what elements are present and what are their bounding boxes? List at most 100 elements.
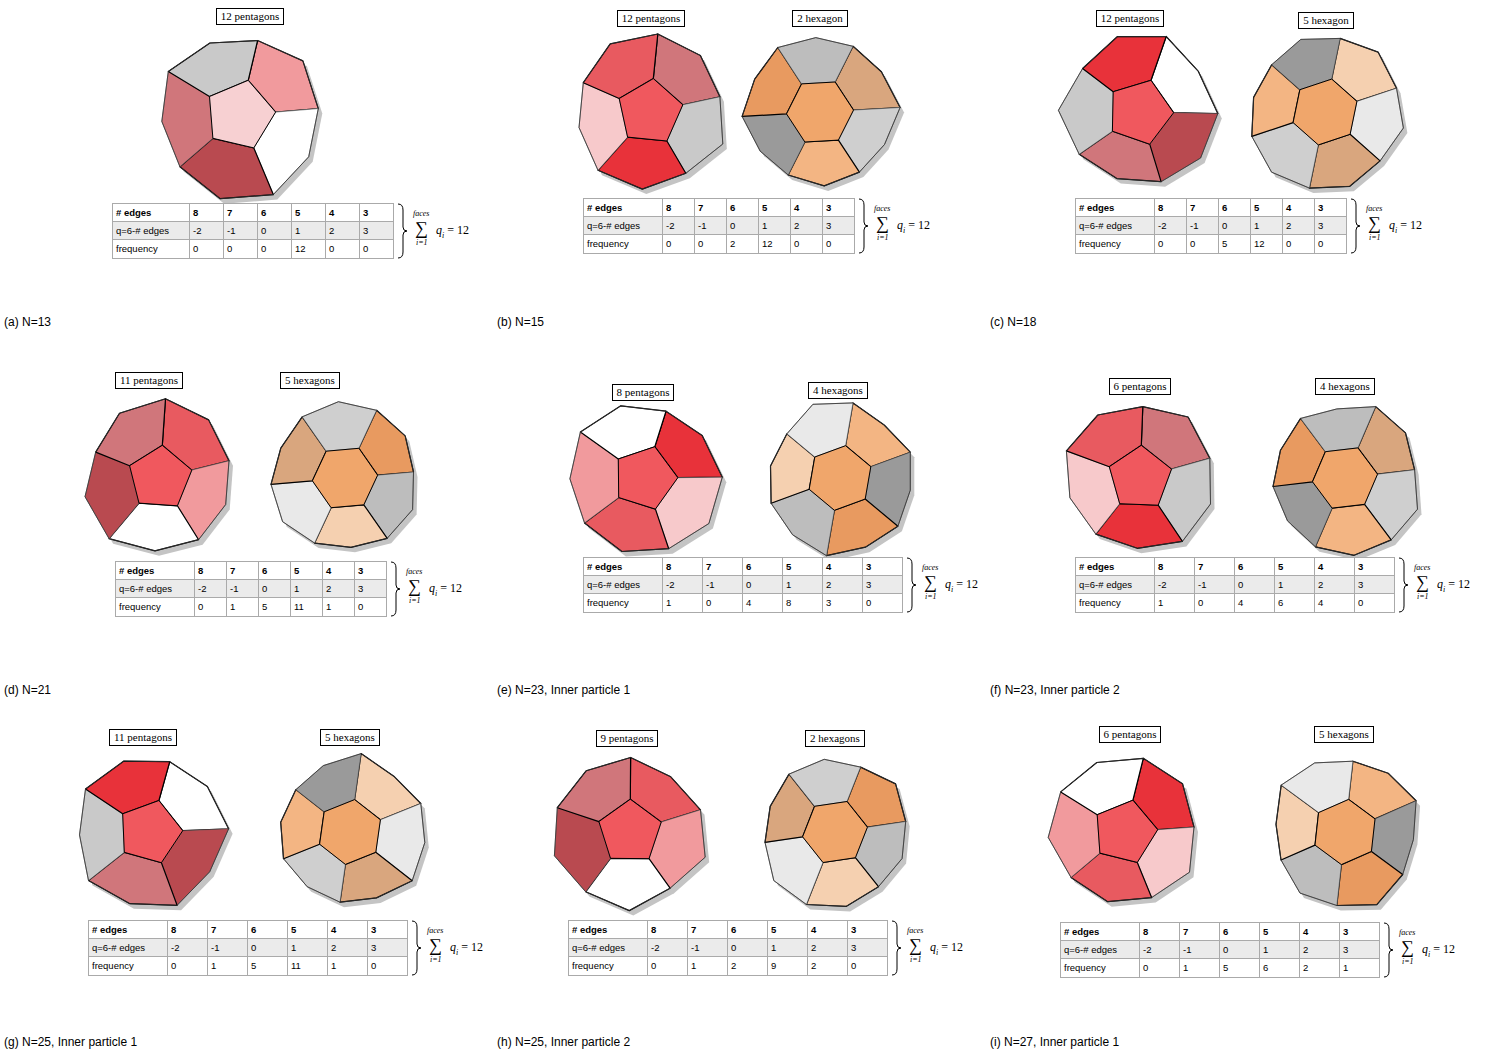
summand-subscript: i: [1428, 950, 1430, 959]
count-label-box: 12 pentagons: [1096, 10, 1164, 27]
polyhedron-outline: [1048, 758, 1194, 901]
table-cell: 5: [1259, 922, 1300, 941]
table-cell: 2: [807, 938, 848, 958]
count-label: 11 pentagons: [120, 374, 178, 386]
table-cell: 2: [790, 216, 823, 236]
table-cell: # edges: [88, 920, 168, 939]
polyhedron-face: [302, 402, 376, 452]
table-cell: # edges: [112, 203, 190, 222]
count-label-box: 12 pentagons: [216, 8, 284, 25]
table-cell: 0: [1154, 234, 1187, 254]
table-cell: 7: [694, 198, 727, 217]
table-cell: 4: [822, 557, 863, 576]
table-cell: 5: [767, 920, 808, 939]
central-face: [130, 445, 192, 506]
central-face: [599, 799, 661, 859]
sum-symbol: ∑: [924, 573, 937, 591]
count-label-box: 6 pentagons: [1109, 378, 1172, 395]
central-face: [1313, 448, 1378, 508]
table-cell: 0: [194, 597, 227, 617]
table-cell: 6: [1219, 922, 1260, 941]
table-cell: # edges: [1060, 922, 1140, 941]
table-cell: 6: [1274, 593, 1315, 613]
polyhedron-outline: [1058, 37, 1217, 182]
table-cell: 0: [359, 239, 394, 259]
table-cell: 11: [290, 597, 323, 617]
sum-symbol: ∑: [429, 936, 442, 954]
table-cell: 5: [247, 956, 288, 976]
table-cell: frequency: [1060, 958, 1140, 978]
count-label-box: 4 hexagons: [808, 382, 868, 399]
table-cell: 3: [1314, 216, 1347, 236]
central-face: [1097, 800, 1158, 862]
table-cell: 0: [862, 593, 903, 613]
sum-lower-limit: i=1: [416, 238, 428, 247]
table-cell: -2: [662, 216, 695, 236]
table-cell: 3: [847, 938, 888, 958]
count-label: 5 hexagons: [1319, 728, 1369, 740]
sum-lower-limit: i=1: [409, 596, 421, 605]
sum-value: = 12: [908, 219, 930, 232]
polyhedron-outline: [554, 758, 705, 911]
count-label: 6 pentagons: [1114, 380, 1167, 392]
table-cell: 0: [257, 221, 292, 241]
table-cell: 0: [694, 234, 727, 254]
table-cell: 1: [1339, 958, 1380, 978]
table-cell: 7: [702, 557, 743, 576]
count-label: 12 pentagons: [1101, 12, 1159, 24]
table-cell: 4: [790, 198, 823, 217]
table-cell: 7: [223, 203, 258, 222]
sum-value: = 12: [1448, 578, 1470, 591]
table-cell: frequency: [88, 956, 168, 976]
table-cell: 1: [782, 575, 823, 595]
count-label-box: 9 pentagons: [596, 730, 659, 747]
table-cell: 0: [647, 956, 688, 976]
curly-brace: [892, 921, 901, 975]
table-cell: 0: [167, 956, 208, 976]
table-cell: 5: [1274, 557, 1315, 576]
table-cell: 3: [1339, 940, 1380, 960]
table-cell: 1: [287, 938, 328, 958]
table-cell: 8: [167, 920, 208, 939]
table-cell: 4: [1234, 593, 1275, 613]
central-face: [312, 448, 377, 507]
polyhedron-outline: [271, 402, 414, 548]
count-label-box: 5 hexagons: [320, 729, 380, 746]
subfigure-caption: (a) N=13: [4, 315, 51, 330]
summand-symbol: q: [1389, 219, 1395, 232]
table-cell: 12: [291, 239, 326, 259]
polyhedron-outline: [579, 34, 723, 189]
count-label-box: 6 pentagons: [1099, 726, 1162, 743]
sum-upper-limit: faces: [1366, 204, 1382, 213]
sum-value: = 12: [461, 941, 483, 954]
sum-upper-limit: faces: [874, 204, 890, 213]
table-cell: 7: [1194, 557, 1235, 576]
table-cell: 0: [1139, 958, 1180, 978]
table-cell: 5: [758, 198, 791, 217]
count-label: 9 pentagons: [601, 732, 654, 744]
table-cell: 3: [1339, 922, 1380, 941]
summand-subscript: i: [1443, 585, 1445, 594]
table-cell: 0: [1218, 216, 1251, 236]
table-cell: 3: [359, 221, 394, 241]
sum-value: = 12: [447, 224, 469, 237]
table-cell: 3: [822, 593, 863, 613]
table-cell: 0: [847, 956, 888, 976]
table-cell: frequency: [112, 239, 190, 259]
table-cell: frequency: [583, 234, 663, 254]
count-label-box: 5 hexagon: [1298, 12, 1354, 29]
subfigure-caption: (b) N=15: [497, 315, 544, 330]
polyhedron-outline: [742, 38, 900, 186]
table-cell: 4: [1314, 557, 1355, 576]
table-cell: 0: [822, 234, 855, 254]
table-cell: 2: [325, 221, 360, 241]
table-cell: 2: [822, 575, 863, 595]
count-label: 4 hexagons: [1320, 380, 1370, 392]
polyhedron-outline: [162, 41, 318, 199]
summand-subscript: i: [435, 589, 437, 598]
table-cell: 2: [1299, 940, 1340, 960]
sum-lower-limit: i=1: [1417, 592, 1429, 601]
table-cell: 2: [1299, 958, 1340, 978]
